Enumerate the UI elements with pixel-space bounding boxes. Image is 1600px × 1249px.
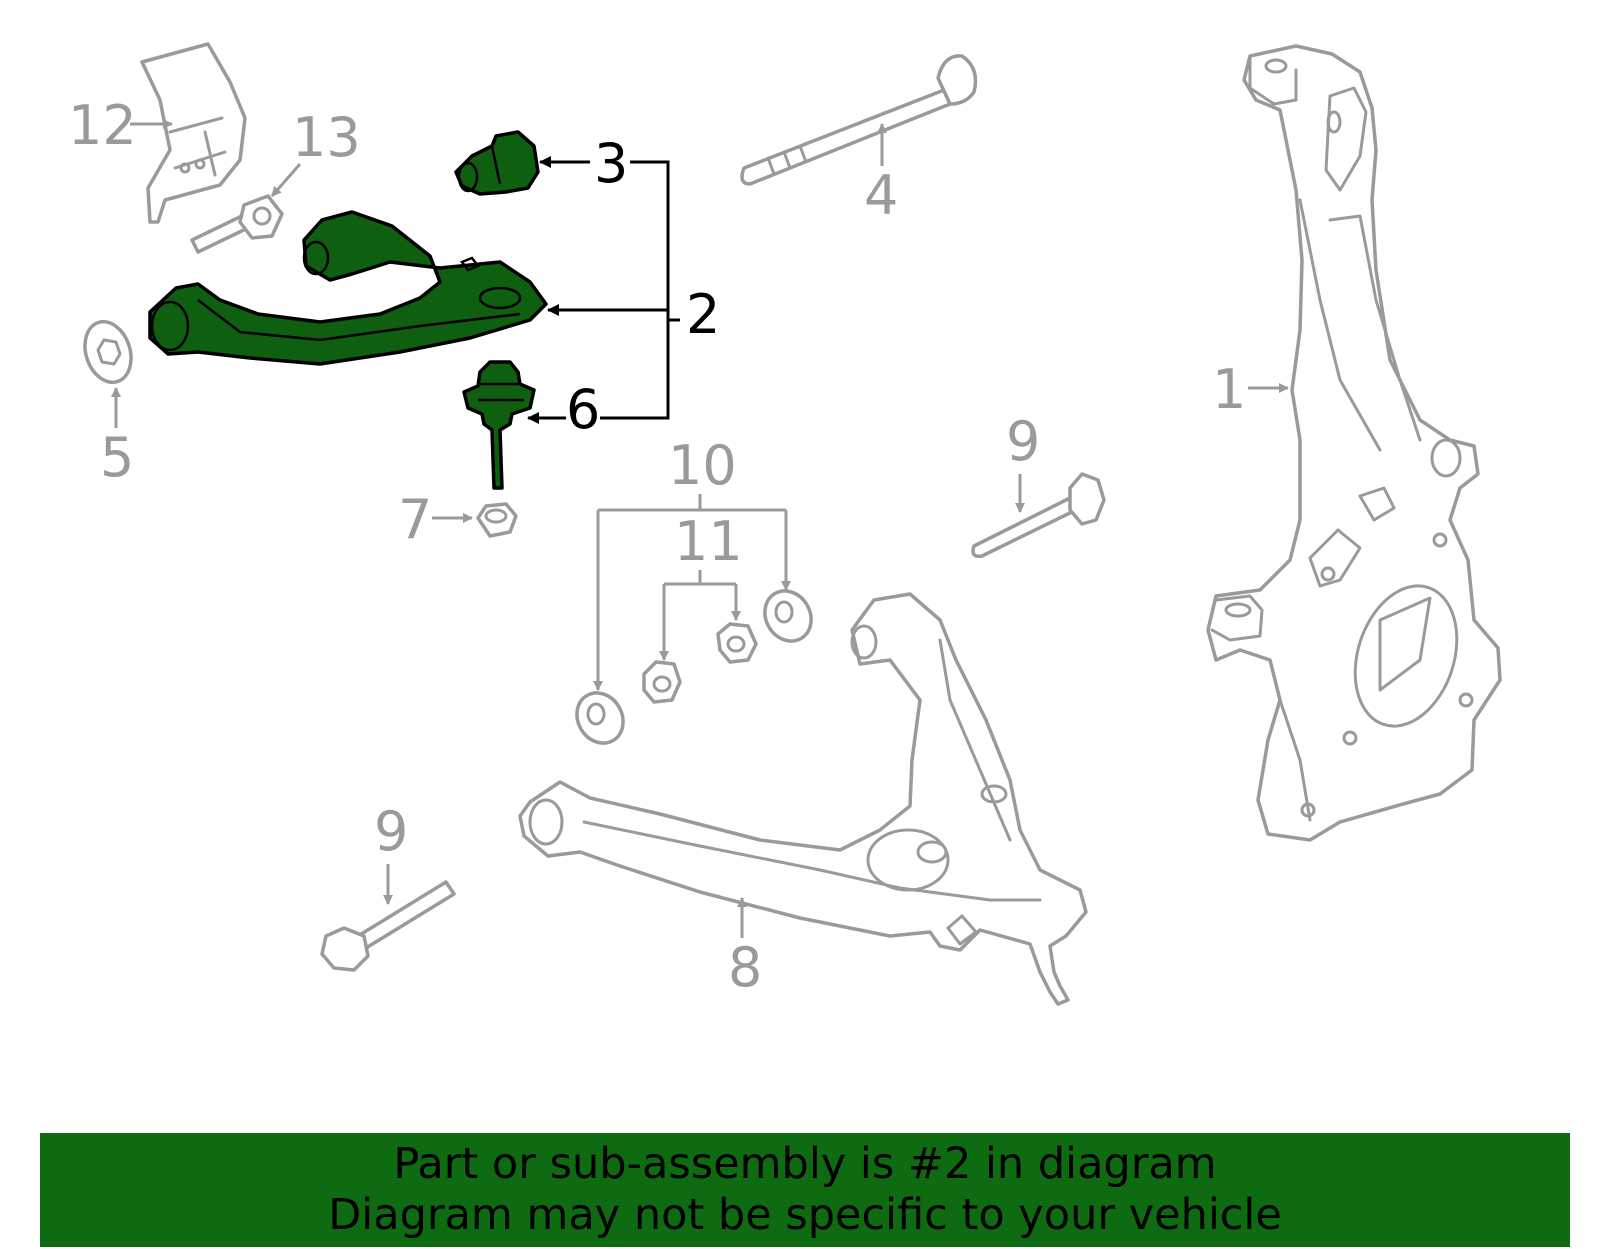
banner-line-1: Part or sub-assembly is #2 in diagram xyxy=(393,1139,1217,1189)
steering-knuckle-part-1 xyxy=(1206,44,1502,842)
callout-8: 8 xyxy=(728,936,762,999)
upper-control-arm-part-2 xyxy=(148,210,548,366)
callout-9-lower: 9 xyxy=(374,800,408,863)
callout-10: 10 xyxy=(668,434,737,497)
callout-12: 12 xyxy=(68,94,137,157)
washer-part-10-right xyxy=(763,589,813,643)
bolt-part-9-lower xyxy=(320,880,456,972)
lower-control-arm-part-8 xyxy=(518,592,1088,1006)
bolt-part-13 xyxy=(190,194,284,254)
nut-part-11-right xyxy=(716,622,758,664)
bracket-part-12 xyxy=(140,42,247,224)
callout-11: 11 xyxy=(674,510,743,573)
leader-lines xyxy=(111,119,1289,938)
callout-labels: 1 2 3 4 5 6 7 8 9 9 10 11 12 13 xyxy=(68,94,1246,999)
part-info-banner: Part or sub-assembly is #2 in diagram Di… xyxy=(40,1133,1570,1247)
nut-part-11-left xyxy=(642,660,682,704)
bushing-part-3 xyxy=(454,130,540,196)
bolt-part-9-upper xyxy=(971,472,1106,559)
callout-2: 2 xyxy=(686,283,720,346)
callout-13: 13 xyxy=(292,106,361,169)
ball-joint-part-6 xyxy=(462,360,536,490)
nut-part-7 xyxy=(476,502,518,538)
callout-4: 4 xyxy=(864,164,898,227)
nut-part-5 xyxy=(83,319,133,385)
long-bolt-part-4 xyxy=(740,54,978,186)
callout-6: 6 xyxy=(566,378,600,441)
callout-7: 7 xyxy=(398,488,432,551)
washer-part-10-left xyxy=(575,691,625,745)
callout-9-upper: 9 xyxy=(1006,410,1040,473)
callout-1: 1 xyxy=(1212,358,1246,421)
callout-3: 3 xyxy=(594,132,628,195)
callout-5: 5 xyxy=(100,426,134,489)
banner-line-2: Diagram may not be specific to your vehi… xyxy=(328,1190,1282,1240)
